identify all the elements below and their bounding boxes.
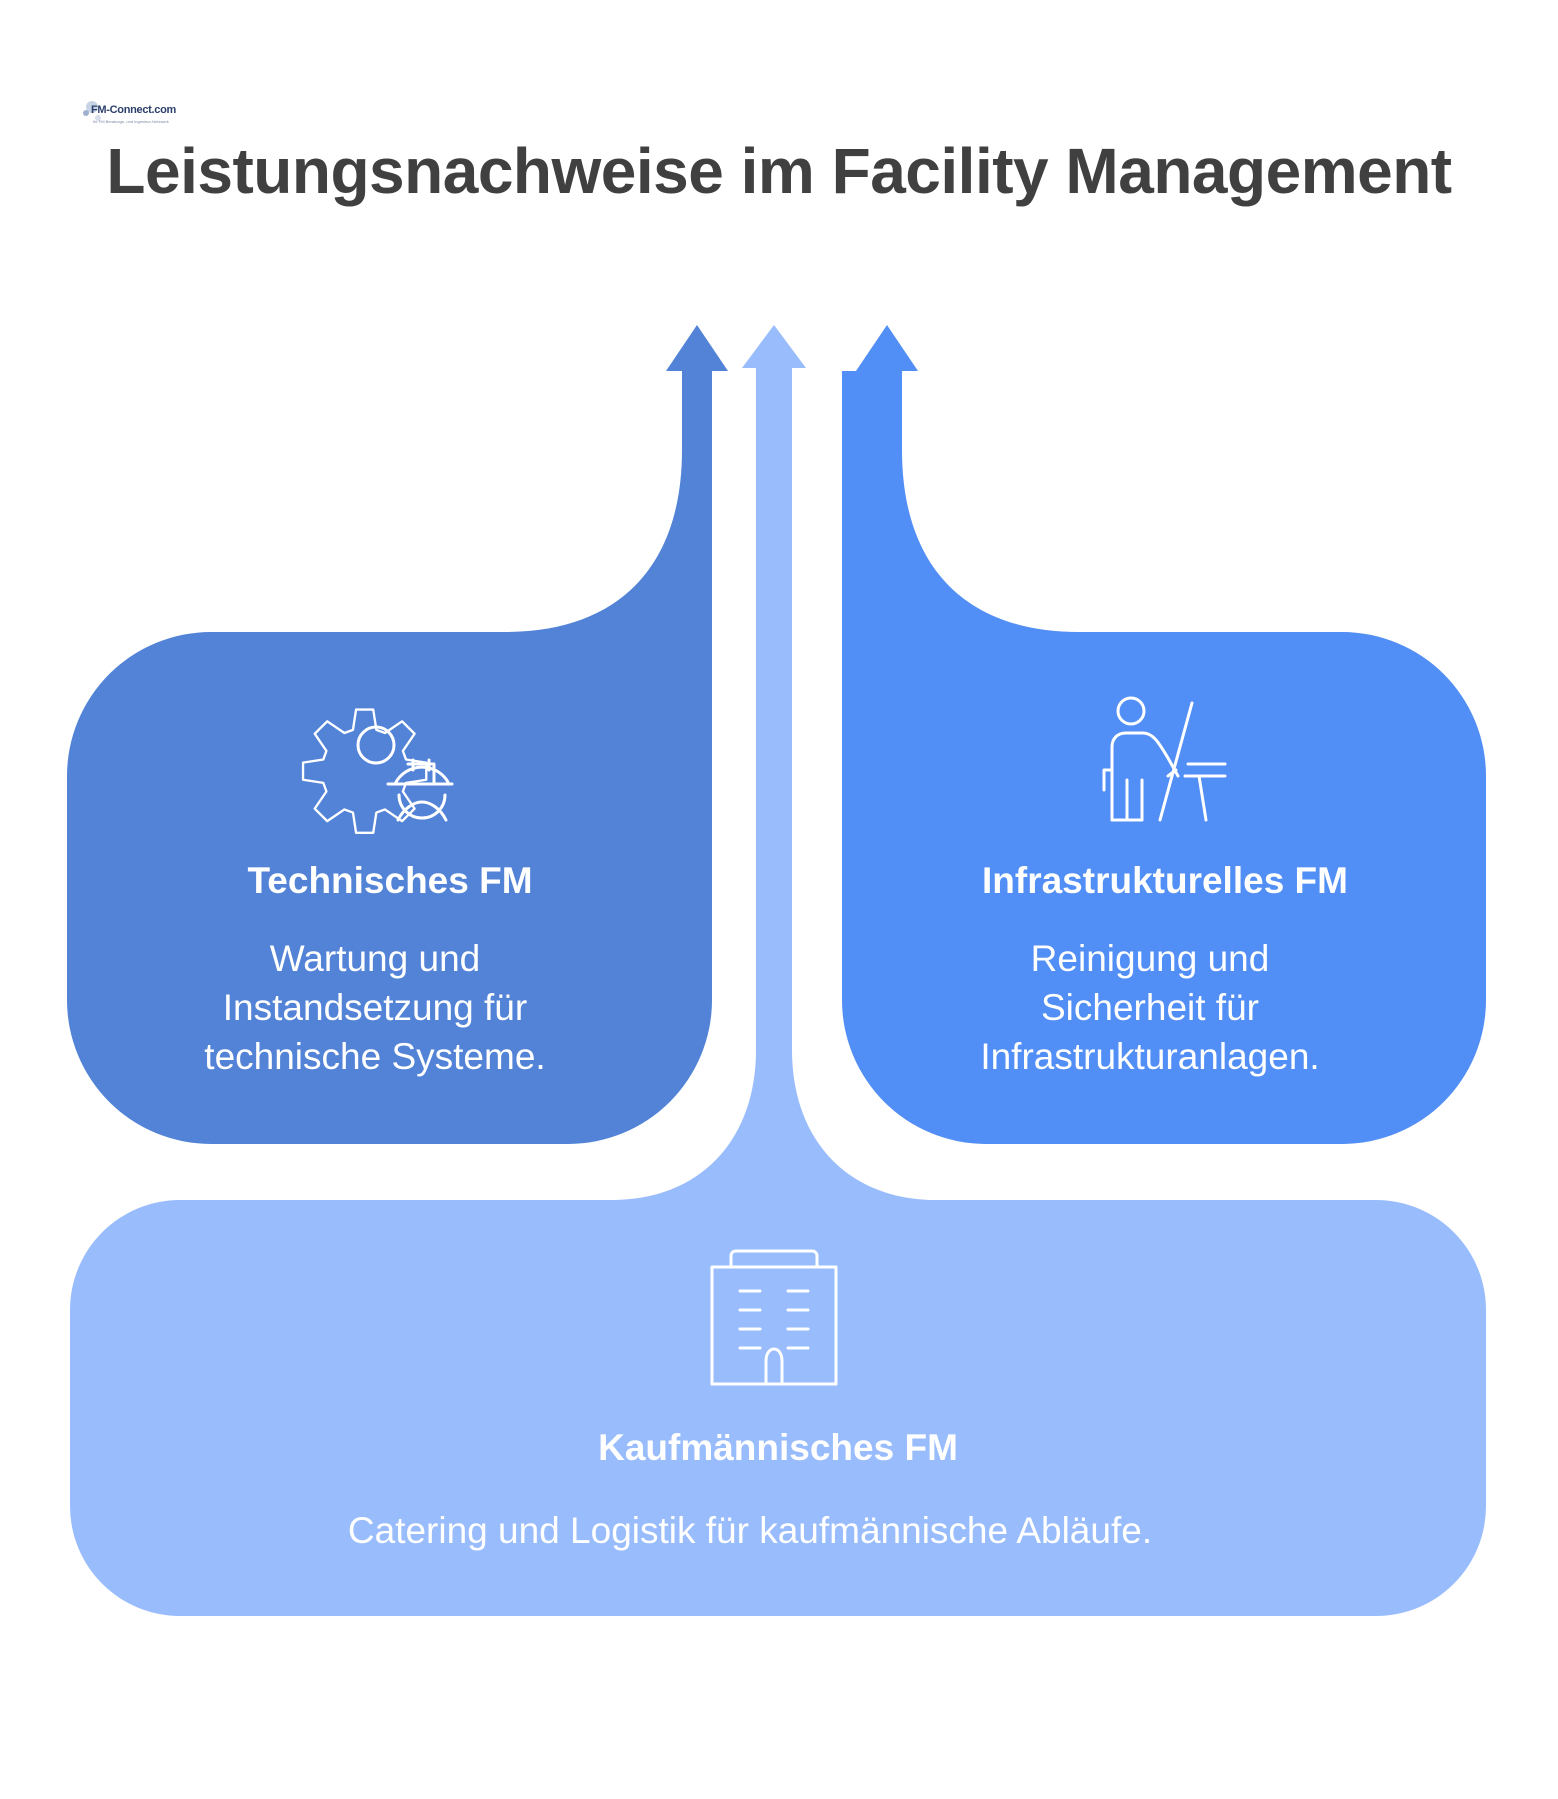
infrastructural-desc-line: Reinigung und xyxy=(1030,938,1270,979)
infrastructural-card-shape xyxy=(842,325,1486,1144)
building-icon xyxy=(710,1249,838,1386)
technical-desc-line: Instandsetzung für xyxy=(222,987,528,1028)
gear-worker-icon xyxy=(301,708,454,834)
technical-card-desc: Wartung und Instandsetzung für technisch… xyxy=(90,934,660,1081)
infrastructural-desc-line: Infrastrukturanlagen. xyxy=(980,1036,1320,1077)
commercial-card-title: Kaufmännisches FM xyxy=(598,1427,958,1468)
logo-tagline: Ihr FM Beratungs- und Ingenieur-Netzwerk xyxy=(93,119,169,124)
logo-mark xyxy=(83,101,101,121)
technical-card-title: Technisches FM xyxy=(247,860,533,901)
logo: FM-Connect.com Ihr FM Beratungs- und Ing… xyxy=(81,97,176,131)
page-title: Leistungsnachweise im Facility Managemen… xyxy=(106,135,1452,207)
technical-card-shape xyxy=(67,325,728,1144)
commercial-card-shape xyxy=(70,325,1486,1616)
commercial-card-desc: Catering und Logistik für kaufmännische … xyxy=(70,1506,1430,1555)
technical-desc-line: Wartung und xyxy=(269,938,481,979)
logo-text: FM-Connect.com xyxy=(91,104,177,116)
infrastructural-desc-line: Sicherheit für xyxy=(1041,987,1259,1028)
commercial-desc-line: Catering und Logistik für kaufmännische … xyxy=(347,1510,1153,1551)
infrastructural-card-desc: Reinigung und Sicherheit für Infrastrukt… xyxy=(860,934,1440,1081)
technical-desc-line: technische Systeme. xyxy=(204,1036,546,1077)
infrastructural-card-title: Infrastrukturelles FM xyxy=(982,860,1348,901)
presenter-icon xyxy=(1102,696,1227,822)
